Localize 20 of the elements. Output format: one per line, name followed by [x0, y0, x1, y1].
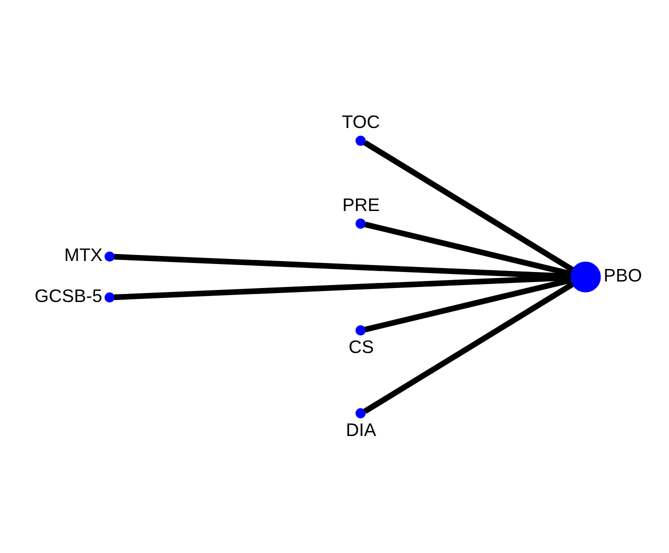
node-label: PBO: [604, 264, 642, 285]
node-label: PRE: [342, 194, 380, 214]
node-circle: [104, 250, 115, 262]
node-label: TOC: [342, 112, 380, 132]
connector: [364, 277, 572, 332]
node-circle: [356, 324, 366, 335]
node-circle: [356, 408, 366, 418]
connector: [114, 253, 571, 279]
node-label: DIA: [346, 419, 376, 440]
connector: [364, 221, 572, 276]
node-circle: [356, 218, 366, 228]
connector: [363, 140, 574, 272]
node-circle: [356, 135, 366, 146]
node-label: GCSB-5: [34, 285, 102, 306]
connector: [114, 274, 571, 300]
node-circle: [104, 292, 115, 302]
connector: [363, 281, 574, 414]
node-circle: [570, 261, 601, 292]
node-label: CS: [348, 336, 374, 356]
node-label: MTX: [64, 244, 103, 264]
